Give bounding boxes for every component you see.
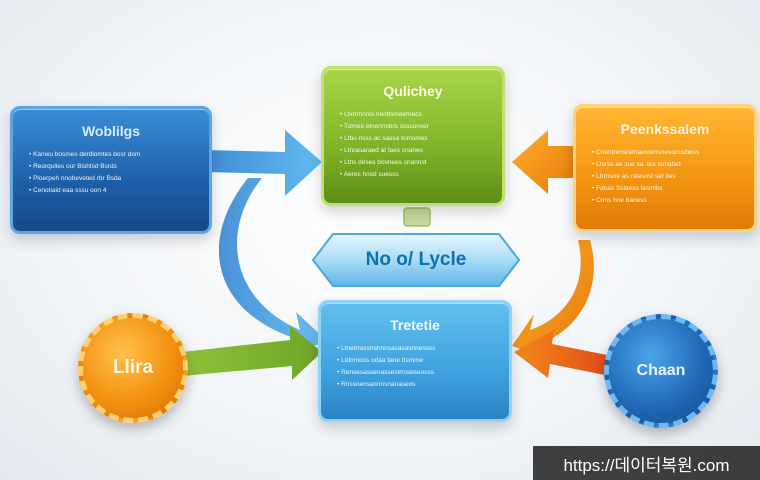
list-item: Kanwu bosmes derdlomtes bosr dom — [29, 149, 193, 161]
card-quickey-list: Ltxnrnnnis nentlsmeernecs Tdmes etnennsb… — [340, 109, 486, 181]
list-item: Rensesassenassestrrsseseosss — [337, 367, 493, 379]
list-item: Cenotiaid eaa sssu oon 4 — [29, 185, 193, 197]
coin-chain-label: Chaan — [636, 362, 686, 379]
card-quickey-title: Qulichey — [383, 83, 443, 99]
list-item: Ltnetrrassnshnnsasasasnnessss — [337, 343, 493, 355]
list-item: Fdoas Sslaess lasmlbs — [592, 183, 738, 195]
list-item: Ltbu nsss ac sassa tomsmes — [340, 133, 486, 145]
center-banner-shape — [311, 233, 521, 287]
list-item: Rnssnensasnnsnanaseos — [337, 379, 493, 391]
list-item: Ltns deses bosnees cnannst — [340, 157, 486, 169]
card-trellis-list: Ltnetrrassnshnnsasasasnnessss Ltdmnoss o… — [337, 343, 493, 391]
list-item: Reorqulles our Bishtsd Bsrds — [29, 161, 193, 173]
arrow-permission-to-quickey — [512, 130, 576, 194]
center-banner-label: No o/ Lycle — [365, 249, 467, 270]
list-item: Ltxnrnnnis nentlsmeernecs — [340, 109, 486, 121]
arrow-workflows-to-quickey — [205, 130, 322, 196]
connector-stub — [403, 207, 431, 227]
list-item: Ploerpeh nnobeveted rbr Bsda — [29, 173, 193, 185]
card-permission-list: Cnantrensrarnaetoensnesonusbess Ltsrss a… — [592, 147, 738, 207]
list-item: Ltrrnsne as rstesnst ser lles — [592, 171, 738, 183]
coin-lira-label: Llira — [112, 357, 154, 378]
arrow-curve-to-trellis — [218, 178, 328, 352]
watermark: https://데이터복원.com — [533, 446, 760, 480]
card-workflows-list: Kanwu bosmes derdlomtes bosr dom Reorqul… — [29, 149, 193, 197]
list-item: Ltnrasaraed at taes cnanes — [340, 145, 486, 157]
list-item: Cnantrensrarnaetoensnesonusbess — [592, 147, 738, 159]
arrow-chain-to-trellis — [514, 330, 612, 378]
card-trellis-title: Tretetie — [390, 317, 440, 333]
list-item: Ltdmnoss odaa tane ttsmme — [337, 355, 493, 367]
list-item: Aeres hnsd suesss — [340, 169, 486, 181]
list-item: Cnns hne baness — [592, 195, 738, 207]
coin-chain: Chaan — [604, 314, 718, 428]
card-quickey: Qulichey Ltxnrnnnis nentlsmeernecs Tdmes… — [321, 66, 505, 206]
card-workflows: Woblilgs Kanwu bosmes derdlomtes bosr do… — [10, 106, 212, 234]
list-item: Ltsrss ae sue sa. tes sonatad — [592, 159, 738, 171]
card-workflows-title: Woblilgs — [81, 123, 141, 139]
arrow-curve-permission-to-trellis — [512, 240, 594, 358]
coin-lira: Llira — [78, 313, 188, 423]
card-trellis: Tretetie Ltnetrrassnshnnsasasasnnessss L… — [318, 300, 512, 422]
card-permission: Peenkssalem Cnantrensrarnaetoensnesonusb… — [573, 104, 757, 232]
card-permission-title: Peenkssalem — [620, 121, 710, 137]
list-item: Tdmes etnennsbrs ssssonser — [340, 121, 486, 133]
arrow-lira-to-trellis — [182, 326, 322, 380]
